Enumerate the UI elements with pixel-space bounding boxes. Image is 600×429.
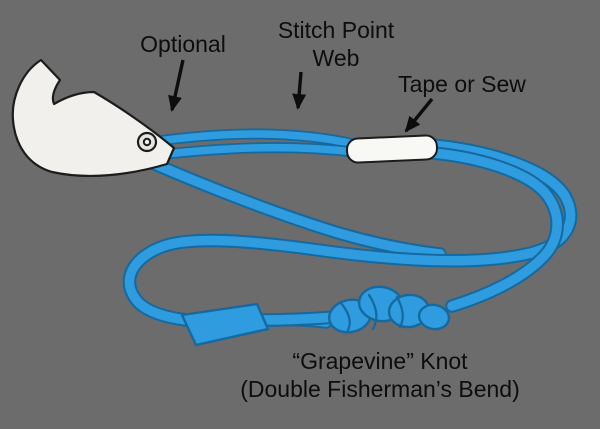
webbing-tail-end bbox=[180, 302, 270, 347]
webbing-top-strand-b bbox=[146, 143, 358, 160]
webbing-tail-connector bbox=[257, 312, 341, 325]
caption-knot-alt: (Double Fisherman’s Bend) bbox=[240, 376, 520, 402]
chock-eyelet-inner-icon bbox=[142, 137, 152, 147]
grapevine-knot-wrap-4 bbox=[417, 303, 451, 331]
caption-knot-name: “Grapevine” Knot bbox=[292, 348, 468, 374]
label-tape-or-sew: Tape or Sew bbox=[398, 71, 526, 97]
knot-ridge-line-3 bbox=[395, 295, 404, 329]
arrow-stitch-point-icon bbox=[292, 71, 307, 110]
arrow-tape-or-sew-icon bbox=[404, 97, 434, 133]
label-stitch-point-line2: Web bbox=[313, 45, 360, 71]
webbing-inner-strand bbox=[427, 148, 562, 311]
knot-ridge-line-2 bbox=[367, 293, 378, 331]
tape-sleeve bbox=[345, 134, 439, 164]
webbing-diagonal-path bbox=[145, 157, 445, 259]
webbing-top-strand-a bbox=[146, 130, 358, 148]
label-stitch-point-line1: Stitch Point bbox=[278, 17, 395, 43]
chock-shape bbox=[11, 58, 176, 178]
knot-ridge-line-1 bbox=[339, 301, 351, 334]
arrow-optional-icon bbox=[168, 59, 185, 112]
label-optional: Optional bbox=[140, 31, 226, 57]
